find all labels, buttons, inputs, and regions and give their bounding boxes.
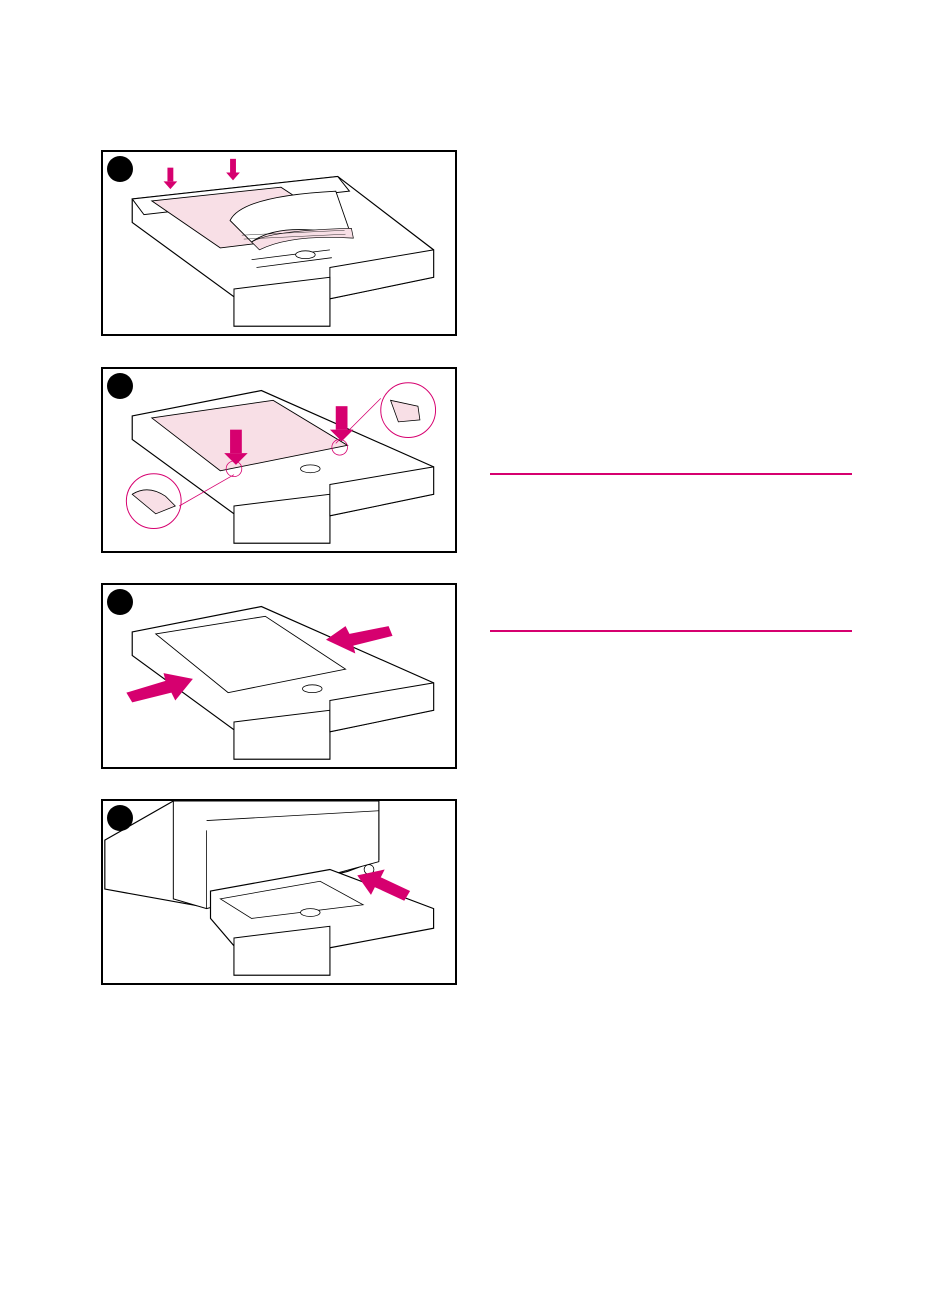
step-number-badge <box>107 156 133 182</box>
step-number-badge <box>107 373 133 399</box>
tray-load-paper-icon <box>103 152 455 334</box>
down-arrow-icon <box>164 168 178 190</box>
tray-paper-under-tabs-icon <box>103 369 455 551</box>
down-arrow-icon <box>226 159 240 181</box>
section-divider <box>490 630 852 632</box>
step-number-badge <box>107 805 133 831</box>
step-2-illustration <box>101 367 457 553</box>
tray-insert-printer-icon <box>103 801 455 983</box>
tray-adjust-guides-icon <box>103 585 455 767</box>
step-1-illustration <box>101 150 457 336</box>
step-number-badge <box>107 589 133 615</box>
right-arrow-icon <box>126 673 193 702</box>
step-4-illustration <box>101 799 457 985</box>
section-divider <box>490 473 852 475</box>
step-3-illustration <box>101 583 457 769</box>
